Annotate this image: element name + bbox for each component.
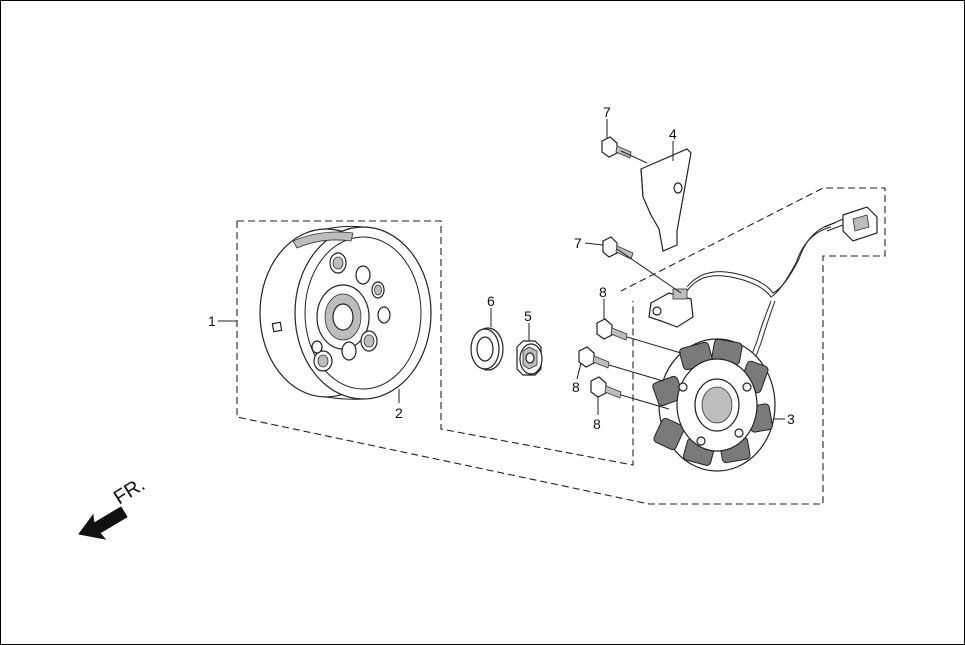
callout-2: 2 xyxy=(395,405,403,421)
callout-4: 4 xyxy=(669,126,677,142)
callout-5: 5 xyxy=(524,308,532,324)
bolt-8-middle xyxy=(578,346,610,369)
wire-connector xyxy=(824,206,878,242)
bolt-8-lower xyxy=(590,376,622,399)
callout-8a: 8 xyxy=(599,284,607,300)
callout-6: 6 xyxy=(487,293,495,309)
callout-7a: 7 xyxy=(603,104,611,120)
callout-8c: 8 xyxy=(593,416,601,432)
front-direction-label: FR. xyxy=(110,474,149,510)
nut xyxy=(516,340,543,376)
front-direction-arrow-icon xyxy=(78,506,128,540)
callout-7b: 7 xyxy=(574,235,582,251)
bolt-8-upper xyxy=(596,318,628,341)
bolt-7-lower xyxy=(602,236,634,260)
callout-8b: 8 xyxy=(572,379,580,395)
leader-lines xyxy=(218,119,785,420)
group-1-outline-left xyxy=(236,187,886,505)
stator xyxy=(652,338,776,472)
group-1-outline xyxy=(237,220,634,466)
flywheel xyxy=(259,225,432,400)
callout-3: 3 xyxy=(787,411,795,427)
bolt-7-upper xyxy=(601,136,632,159)
washer xyxy=(470,327,504,371)
wire-harness xyxy=(686,226,832,298)
callout-1: 1 xyxy=(208,313,216,329)
wire-clamp xyxy=(640,148,692,252)
pickup-sensor xyxy=(648,288,694,328)
